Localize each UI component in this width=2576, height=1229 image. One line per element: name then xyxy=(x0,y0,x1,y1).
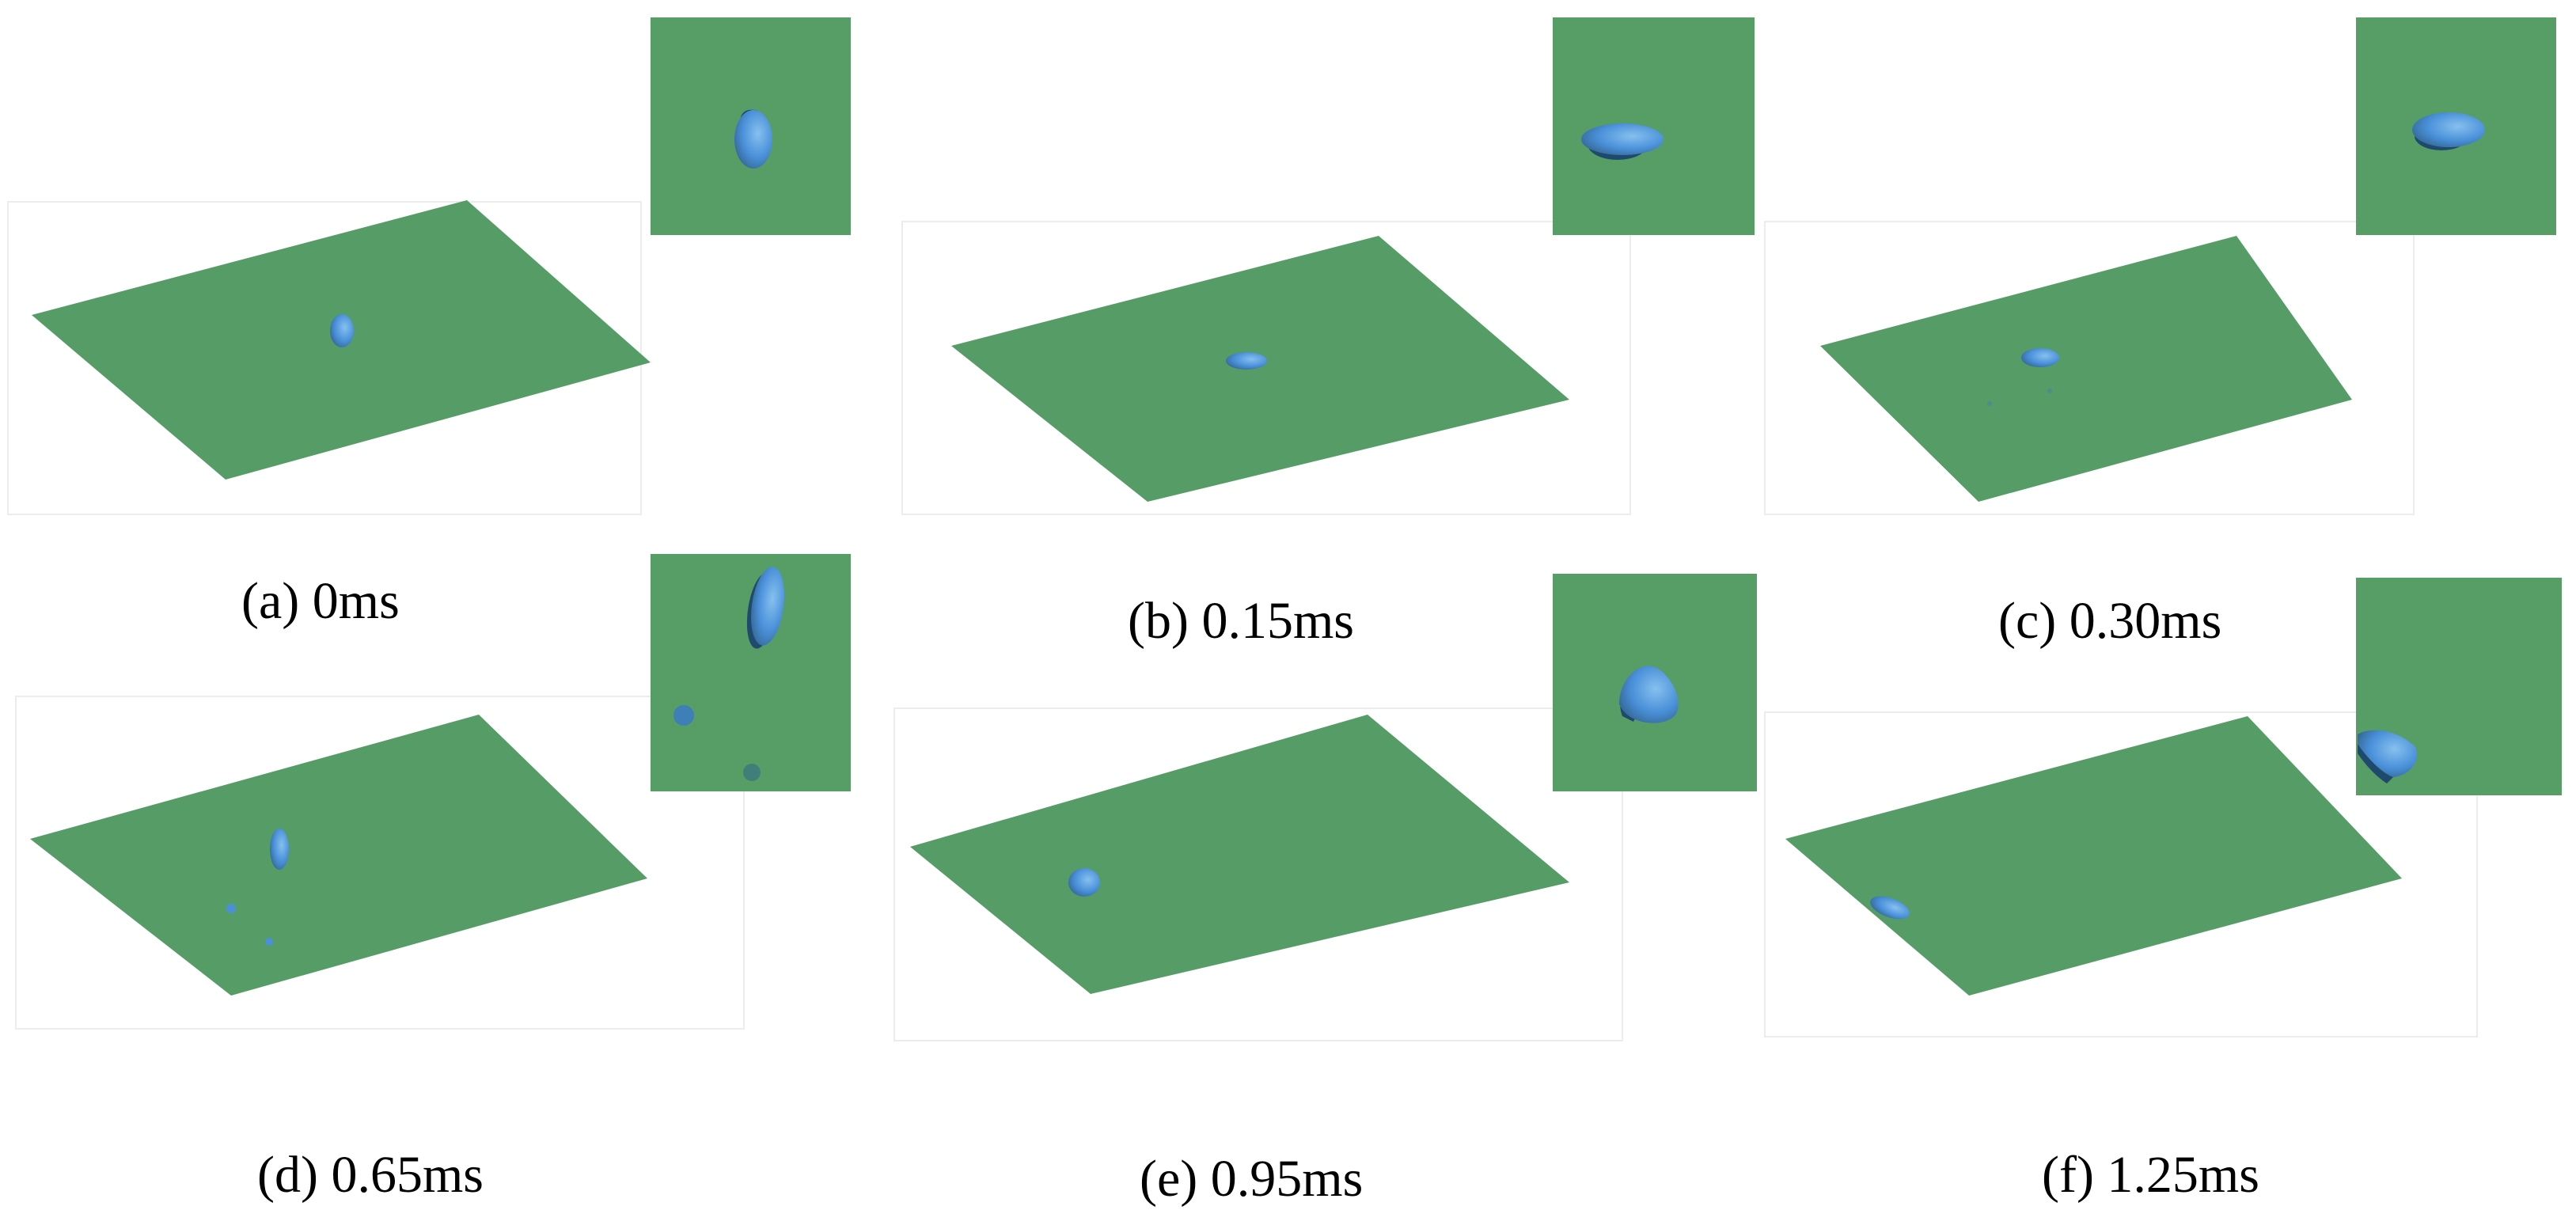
satellite-droplet xyxy=(265,938,273,946)
droplet xyxy=(1226,352,1267,370)
droplet xyxy=(330,314,354,347)
plate xyxy=(951,236,1569,502)
droplet-zoom xyxy=(2358,730,2418,777)
satellite-droplet xyxy=(1987,401,1992,406)
ghost-frames xyxy=(7,201,2478,1041)
droplet-zoom xyxy=(734,110,772,169)
panel-f xyxy=(1785,578,2562,996)
droplet xyxy=(270,829,289,870)
plate xyxy=(910,715,1569,994)
satellite-droplet xyxy=(226,904,236,913)
droplet-zoom xyxy=(2412,112,2485,147)
droplet-zoom xyxy=(1619,666,1679,723)
caption-b: (b) 0.15ms xyxy=(1128,592,1354,650)
panel-a xyxy=(32,17,851,480)
caption-c: (c) 0.30ms xyxy=(1998,592,2222,650)
panel-e xyxy=(910,574,1757,994)
panel-c xyxy=(1820,17,2556,502)
panel-d xyxy=(30,554,851,996)
satellite-droplet xyxy=(2047,389,2052,393)
zoom-inset xyxy=(651,554,851,791)
panel-b xyxy=(951,17,1755,502)
plate xyxy=(1785,716,2402,996)
caption-a: (a) 0ms xyxy=(241,572,400,630)
caption-e: (e) 0.95ms xyxy=(1140,1150,1364,1208)
droplet xyxy=(2021,348,2059,367)
zoom-inset xyxy=(1553,17,1755,235)
droplet-zoom xyxy=(1581,123,1664,155)
plate xyxy=(30,715,647,996)
plate xyxy=(1820,236,2352,502)
satellite-droplet-zoom xyxy=(673,705,694,726)
droplet-zoom-shadow xyxy=(2358,744,2393,783)
droplet-zoom xyxy=(751,567,784,646)
droplet xyxy=(1870,896,1910,920)
droplet xyxy=(1068,868,1100,897)
satellite-droplet-zoom xyxy=(743,764,761,781)
caption-f: (f) 1.25ms xyxy=(2042,1146,2259,1204)
caption-d: (d) 0.65ms xyxy=(257,1146,484,1204)
